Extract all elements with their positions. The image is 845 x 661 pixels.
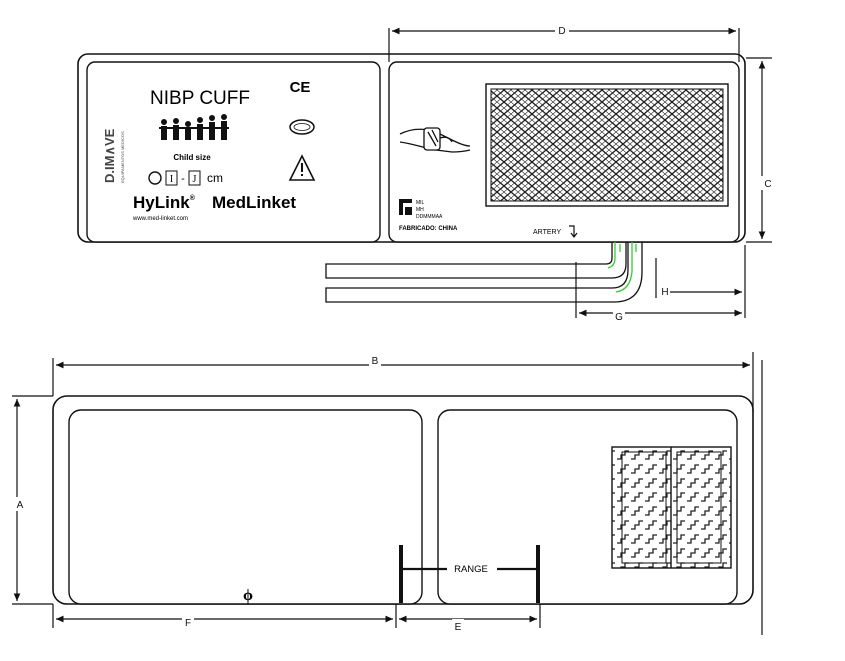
ce-mark-icon: CE	[290, 79, 311, 96]
tubes	[325, 242, 643, 303]
range-unit: cm	[207, 171, 223, 185]
cuff-title: NIBP CUFF	[150, 88, 250, 109]
range-indicator: RANGE	[399, 545, 540, 603]
brand-hylink: HyLink®	[133, 193, 196, 212]
dim-B-label: B	[372, 356, 379, 367]
dim-H-label: H	[661, 287, 668, 298]
tube-2-accent	[615, 242, 633, 293]
range-label: RANGE	[454, 564, 488, 575]
manufacturer-line3: DDMMMAA	[416, 214, 443, 220]
arrow-down-icon	[569, 225, 578, 238]
dim-C-label: C	[764, 179, 771, 190]
manufacturer-line1: MIL	[416, 200, 425, 206]
range-prefix: I	[170, 174, 173, 185]
family-icon	[159, 114, 229, 140]
warning-triangle-icon	[288, 154, 316, 181]
manufacturer-icon	[399, 199, 412, 215]
index-symbol: ϕ	[243, 587, 253, 604]
tube-1-outer	[325, 242, 627, 279]
dim-F-label: F	[185, 618, 191, 629]
hook-loop-mesh	[490, 88, 724, 202]
circumference-icon	[148, 171, 162, 185]
dim-G-label: G	[615, 312, 623, 323]
dim-A-label: A	[17, 500, 24, 511]
range-suffix: J	[193, 174, 197, 185]
website: www.med-linket.com	[132, 216, 188, 222]
bottom-left-panel	[68, 409, 423, 605]
manufacturer-line2: MH	[416, 207, 424, 213]
dimave-logo: D.IM∧VE EQUIPAMENTOS MEDICOS	[102, 128, 125, 183]
latex-free-icon	[289, 119, 315, 135]
dim-E-label: E	[455, 622, 462, 633]
top-view: NIBP CUFF CE D.IM∧VE EQUIPAMENTOS MEDICO…	[77, 53, 746, 303]
child-size-label: Child size	[173, 153, 211, 162]
fabricado-label: FABRICADO: CHINA	[399, 226, 458, 232]
tube-1-accent	[607, 242, 616, 269]
range-dash: -	[181, 173, 185, 185]
cuff-range-indicator: I - J cm	[148, 170, 223, 186]
arm-cuff-icon	[399, 127, 471, 153]
logo-text: D.IM∧VE	[102, 128, 117, 183]
dim-D-label: D	[558, 26, 565, 37]
brand-medlinket: MedLinket	[212, 193, 296, 212]
logo-subtext: EQUIPAMENTOS MEDICOS	[120, 131, 125, 183]
tube-2-outer	[325, 242, 643, 303]
top-label-panel	[86, 61, 381, 243]
bottom-view: RANGE ϕ	[52, 395, 754, 605]
artery-label: ARTERY	[533, 229, 561, 236]
